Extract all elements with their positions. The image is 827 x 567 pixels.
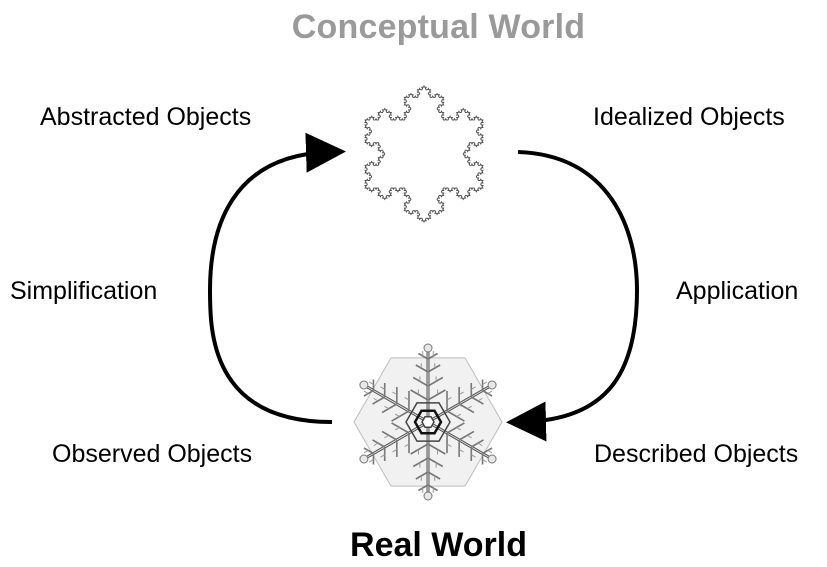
simplification-label: Simplification [10,277,158,305]
observed-objects-label: Observed Objects [52,440,253,468]
application-label: Application [676,277,799,305]
real-world-title: Real World [350,526,527,564]
idealized-objects-label: Idealized Objects [593,103,785,131]
abstracted-objects-label: Abstracted Objects [40,103,252,131]
described-objects-label: Described Objects [594,440,799,468]
snow-crystal-icon [353,343,503,501]
koch-snowflake-icon [364,85,484,223]
simplification-arrow [207,132,346,424]
application-arrow [506,150,640,442]
conceptual-world-title: Conceptual World [291,8,586,46]
